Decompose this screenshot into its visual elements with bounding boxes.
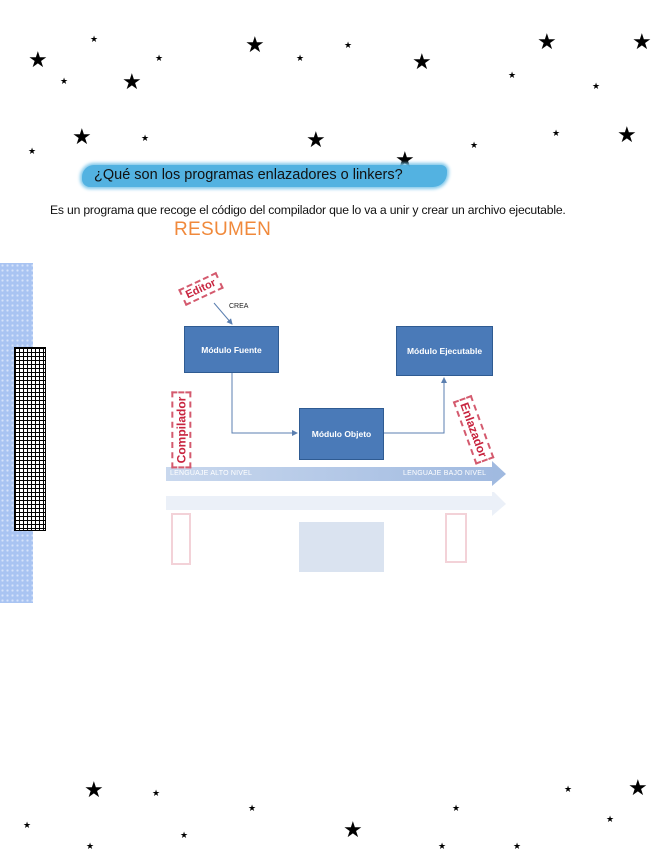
page-title: ¿Qué son los programas enlazadores o lin… xyxy=(94,167,403,183)
star-icon: ★ xyxy=(245,33,265,58)
star-icon: ★ xyxy=(23,821,32,831)
star-icon: ★ xyxy=(344,41,353,51)
star-icon: ★ xyxy=(606,815,615,825)
star-icon: ★ xyxy=(90,35,99,45)
objeto-to-ejecutable-connector xyxy=(384,377,447,434)
modulo-objeto-box: Módulo Objeto xyxy=(299,408,384,460)
fuente-to-objeto-connector xyxy=(231,373,298,436)
brush-highlight xyxy=(82,165,447,187)
compilador-stamp: Compilador xyxy=(171,391,192,469)
bajo-nivel-label: LENGUAJE BAJO NIVEL xyxy=(403,470,487,477)
diagram-reflection xyxy=(150,492,530,572)
star-icon: ★ xyxy=(306,128,326,153)
star-icon: ★ xyxy=(564,785,573,795)
star-icon: ★ xyxy=(592,82,601,92)
resumen-title: RESUMEN xyxy=(174,219,272,240)
star-icon: ★ xyxy=(155,54,164,64)
language-level-arrow xyxy=(166,461,506,486)
grid-pattern-decoration xyxy=(14,347,46,531)
star-icon: ★ xyxy=(508,71,517,81)
editor-arrow xyxy=(213,302,233,325)
star-icon: ★ xyxy=(343,818,363,843)
star-icon: ★ xyxy=(513,842,522,852)
star-icon: ★ xyxy=(412,50,432,75)
star-icon: ★ xyxy=(28,48,48,73)
star-icon: ★ xyxy=(28,147,37,157)
star-icon: ★ xyxy=(180,831,189,841)
star-icon: ★ xyxy=(152,789,161,799)
star-icon: ★ xyxy=(632,30,652,55)
star-icon: ★ xyxy=(141,134,150,144)
star-icon: ★ xyxy=(84,778,104,803)
star-icon: ★ xyxy=(60,77,69,87)
star-icon: ★ xyxy=(438,842,447,852)
reflection-shapes xyxy=(166,492,506,572)
star-icon: ★ xyxy=(296,54,305,64)
star-icon: ★ xyxy=(86,842,95,852)
star-icon: ★ xyxy=(452,804,461,814)
star-icon: ★ xyxy=(72,125,92,150)
star-icon: ★ xyxy=(248,804,257,814)
modulo-ejecutable-box: Módulo Ejecutable xyxy=(396,326,493,376)
alto-nivel-label: LENGUAJE ALTO NIVEL xyxy=(170,470,253,477)
description-text: Es un programa que recoge el código del … xyxy=(50,203,566,217)
modulo-fuente-box: Módulo Fuente xyxy=(184,326,279,373)
heading-banner: ¿Qué son los programas enlazadores o lin… xyxy=(82,162,447,190)
star-icon: ★ xyxy=(628,776,648,801)
star-icon: ★ xyxy=(617,123,637,148)
star-icon: ★ xyxy=(552,129,561,139)
star-icon: ★ xyxy=(537,30,557,55)
crea-label: CREA xyxy=(229,303,249,310)
star-icon: ★ xyxy=(122,70,142,95)
star-icon: ★ xyxy=(470,141,479,151)
